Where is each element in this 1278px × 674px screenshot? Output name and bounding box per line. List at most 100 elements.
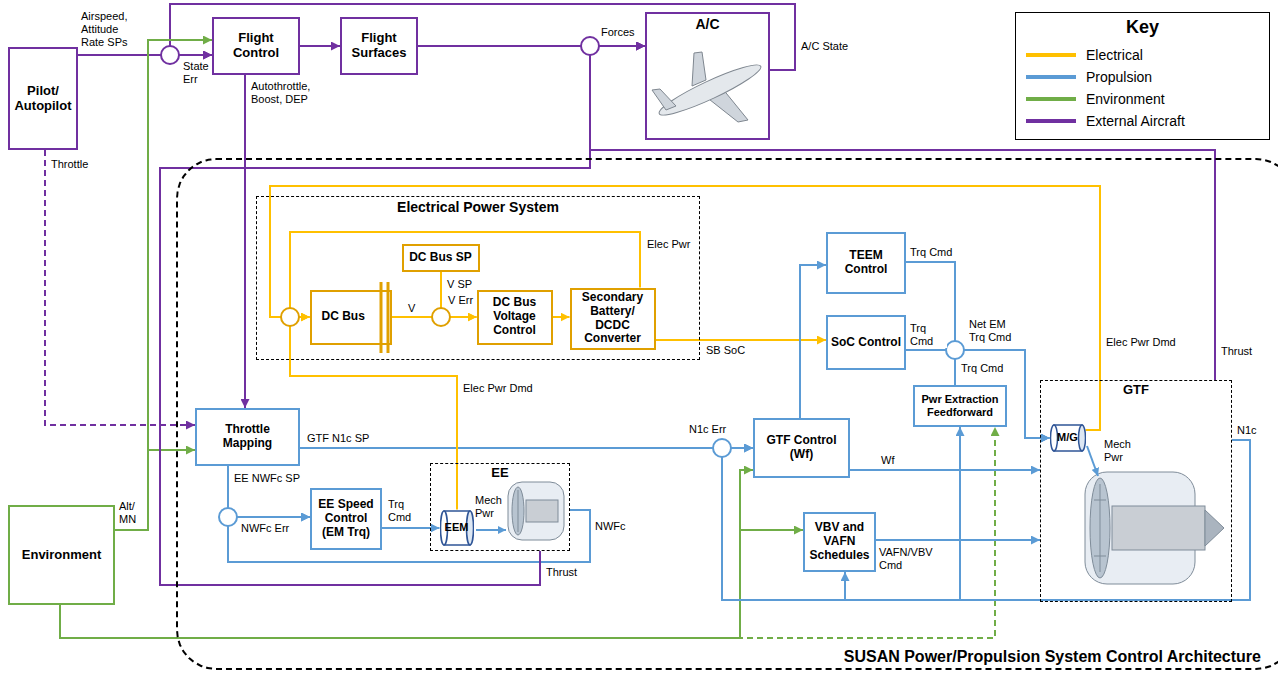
signal-label: N1c: [1236, 424, 1258, 437]
subsystem-group: Electrical Power System DC Bus SP DC Bus DC…: [256, 196, 700, 360]
controller-box: EE Speed Control (EM Trq): [310, 488, 382, 550]
signal-connector: [906, 350, 1050, 438]
power-arrow: [476, 529, 506, 531]
swatch-line: [1026, 97, 1076, 101]
signal-label: Elec Pwr Dmd: [462, 382, 534, 395]
signal-label: VAFN/VBV Cmd: [878, 546, 936, 572]
signal-label: Mech Pwr: [474, 494, 506, 520]
legend-text: Environment: [1086, 91, 1165, 107]
signal-connector: [553, 316, 570, 318]
cylinder-end: [1050, 425, 1057, 451]
summing-junction: [281, 308, 299, 326]
box-label: VBV and VAFN Schedules: [808, 521, 871, 562]
bus-bar: [380, 282, 383, 353]
signal-label: Trq Cmd: [387, 498, 429, 524]
cylinder-body: [444, 511, 470, 545]
signal-label: Alt/ MN: [118, 500, 144, 526]
signal-connector: [590, 46, 1215, 380]
aircraft-box: A/C: [645, 12, 770, 140]
signal-connector: [270, 186, 1100, 430]
signal-label: Autothrottle, Boost, DEP: [250, 80, 324, 106]
box-label: SoC Control: [831, 336, 901, 350]
power-arrow: [1087, 446, 1098, 476]
summing-junction: [161, 46, 179, 64]
signal-label: V: [407, 302, 416, 315]
cylinder-body: [1054, 425, 1082, 451]
signal-label: GTF N1c SP: [306, 432, 370, 445]
group-title: A/C: [692, 16, 722, 32]
engine-blade: [1094, 500, 1106, 501]
signal-connector: [906, 262, 1050, 438]
legend-row: Propulsion: [1026, 69, 1152, 85]
signal-label: Thrust: [1220, 345, 1253, 358]
setpoint-box: DC Bus SP: [402, 244, 480, 272]
legend-row: Electrical: [1026, 47, 1143, 63]
summing-junction: [581, 37, 599, 55]
signal-label: Trq Cmd: [909, 322, 947, 348]
box-label: M/G: [1057, 431, 1078, 444]
box-label: DC Bus Voltage Control: [482, 296, 548, 337]
signal-label: V Err: [447, 294, 474, 307]
signal-connector: [228, 466, 310, 517]
legend-row: External Aircraft: [1026, 113, 1185, 129]
aircraft-tail: [652, 89, 676, 110]
signal-connector: [45, 150, 195, 425]
motor-cylinder: EEM: [440, 510, 474, 546]
box-label: DC Bus: [322, 310, 365, 324]
signal-label: Elec Pwr Dmd: [1105, 336, 1177, 349]
fan-nacelle: [508, 482, 564, 540]
signal-connector: [290, 317, 457, 510]
controller-box: SoC Control: [826, 315, 906, 370]
signal-connector: [845, 440, 1250, 600]
box-label: Secondary Battery/ DCDC Converter: [575, 291, 651, 346]
signal-connector: [800, 265, 826, 418]
signal-label: Mech Pwr: [1103, 438, 1135, 464]
box-label: Pilot/ Autopilot: [13, 84, 73, 114]
signal-label: Net EM Trq Cmd: [968, 318, 1016, 344]
summing-junction: [219, 508, 237, 526]
legend-swatch: [1026, 115, 1076, 127]
signal-label: EE NWFc SP: [233, 472, 301, 485]
engine-nozzle: [1205, 510, 1224, 546]
fan-illustration: [508, 482, 564, 540]
box-label: TEEM Control: [831, 249, 901, 277]
signal-connector: [115, 450, 195, 530]
engine-blade: [1094, 556, 1106, 557]
legend-swatch: [1026, 93, 1076, 105]
signal-label: Airspeed, Attitude Rate SPs: [80, 10, 144, 49]
group-title: Electrical Power System: [394, 199, 562, 215]
engine-core: [1112, 506, 1205, 550]
process-box: Flight Control: [212, 17, 300, 75]
controller-box: TEEM Control: [826, 232, 906, 294]
signal-label: Wf: [880, 454, 895, 467]
aircraft-illustration: [652, 52, 765, 122]
signal-connector: [300, 447, 753, 449]
summing-junction: [713, 439, 731, 457]
signal-connector: [244, 75, 246, 408]
signal-label: State Err: [182, 60, 212, 86]
signal-connector: [876, 539, 1040, 541]
signal-connector: [60, 470, 753, 638]
legend-text: Propulsion: [1086, 69, 1152, 85]
box-label: Throttle Mapping: [200, 423, 295, 451]
fan-core: [526, 500, 558, 522]
legend-box: KeyElectricalPropulsionEnvironmentExtern…: [1015, 12, 1270, 140]
box-label: DC Bus SP: [409, 251, 472, 265]
schedule-box: VBV and VAFN Schedules: [803, 512, 876, 572]
swatch-line: [1026, 53, 1076, 57]
cylinder-end: [1078, 425, 1085, 451]
signal-label: Thrust: [545, 566, 578, 579]
legend-text: Electrical: [1086, 47, 1143, 63]
engine-fan: [1090, 478, 1110, 578]
controller-box: Pwr Extraction Feedforward: [913, 385, 1007, 427]
legend-swatch: [1026, 71, 1076, 83]
box-label: Flight Control: [217, 31, 295, 61]
box-label: Environment: [22, 548, 101, 563]
summing-junction: [946, 341, 964, 359]
signal-label: Trq Cmd: [909, 246, 953, 259]
signal-label: Trq Cmd: [960, 362, 1004, 375]
process-box: Flight Surfaces: [340, 17, 418, 75]
aircraft-fuselage: [655, 58, 764, 122]
legend-title: Key: [1016, 17, 1269, 38]
